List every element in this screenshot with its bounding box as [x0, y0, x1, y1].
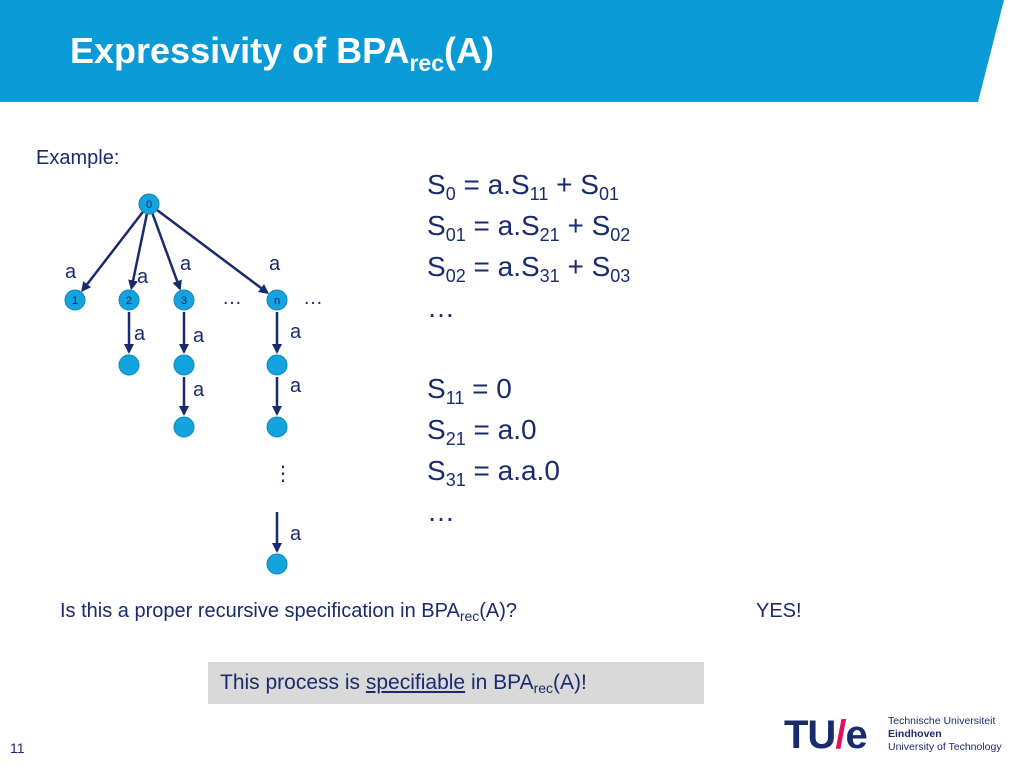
tue-logo: TU/e Technische Universiteit Eindhoven U… — [784, 712, 1016, 758]
transition-label: a — [290, 321, 302, 343]
slide-title-main: Expressivity of BPA — [70, 30, 410, 71]
conclusion-middle: in BPA — [465, 671, 534, 694]
state-node — [266, 289, 288, 311]
logo-line-2: Eindhoven — [888, 728, 942, 740]
state-node — [266, 553, 288, 575]
conclusion-before: This process is — [220, 671, 366, 694]
equation-line: S11 = 0 — [427, 373, 512, 408]
equation-line: S31 = a.a.0 — [427, 455, 560, 490]
tue-logo-mark: TU/e — [784, 713, 868, 757]
transition-arrow — [128, 213, 149, 291]
state-node — [173, 416, 195, 438]
state-node-label: 0 — [146, 199, 152, 211]
equation-gap — [427, 328, 630, 368]
transition-label: a — [65, 261, 77, 283]
question-subscript: rec — [459, 608, 480, 624]
transition-label: a — [290, 523, 302, 545]
slide-title: Expressivity of BPArec(A) — [70, 30, 494, 77]
tree-ellipsis: … — [222, 287, 242, 309]
question-main: Is this a proper recursive specification… — [60, 600, 460, 622]
tue-logo-text: Technische Universiteit Eindhoven Univer… — [888, 715, 1002, 754]
transition-label: a — [180, 253, 192, 275]
transition-arrow — [151, 212, 182, 291]
transition-arrow — [81, 211, 144, 293]
slide-title-tail: (A) — [444, 30, 494, 71]
transition-label: a — [290, 375, 302, 397]
transition-label: a — [193, 325, 205, 347]
example-label: Example: — [36, 147, 120, 169]
equation-line: S01 = a.S21 + S02 — [427, 210, 631, 245]
conclusion-underlined: specifiable — [365, 671, 466, 694]
logo-line-3: University of Technology — [888, 741, 1002, 753]
slide-title-subscript: rec — [409, 50, 444, 76]
equation-ellipsis: … — [427, 496, 455, 527]
state-node — [118, 289, 140, 311]
state-node-label: n — [274, 295, 280, 307]
equation-line: S02 = a.S31 + S03 — [427, 251, 631, 286]
state-node-label: 1 — [72, 295, 78, 307]
state-node — [173, 289, 195, 311]
state-node-label: 2 — [126, 295, 132, 307]
state-node-label: 3 — [181, 295, 187, 307]
state-node — [173, 354, 195, 376]
question-text: Is this a proper recursive specification… — [60, 600, 517, 624]
equation-line: S21 = a.0 — [427, 414, 537, 449]
answer-text: YES! — [756, 600, 802, 622]
transition-label: a — [134, 323, 146, 345]
transition-label: a — [269, 253, 281, 275]
state-node — [138, 193, 160, 215]
tree-ellipsis: … — [303, 287, 323, 309]
state-node — [64, 289, 86, 311]
conclusion-subscript: rec — [533, 680, 554, 696]
logo-line-1: Technische Universiteit — [888, 715, 996, 727]
page-number: 11 — [10, 740, 25, 756]
equation-ellipsis: … — [427, 292, 455, 323]
question-tail: (A)? — [479, 600, 518, 622]
conclusion-after: (A)! — [553, 671, 587, 694]
title-banner: Expressivity of BPArec(A) — [0, 0, 1024, 102]
state-node — [266, 354, 288, 376]
transition-label: a — [193, 379, 205, 401]
transition-arrow — [156, 208, 269, 294]
transition-label: a — [137, 266, 149, 288]
state-node — [118, 354, 140, 376]
title-banner-shape — [0, 0, 1004, 102]
tree-vdots: ⋮ — [273, 463, 293, 485]
equation-line: S0 = a.S11 + S01 — [427, 169, 619, 204]
state-node — [266, 416, 288, 438]
conclusion-box: This process is specifiable in BPArec(A)… — [208, 662, 704, 704]
